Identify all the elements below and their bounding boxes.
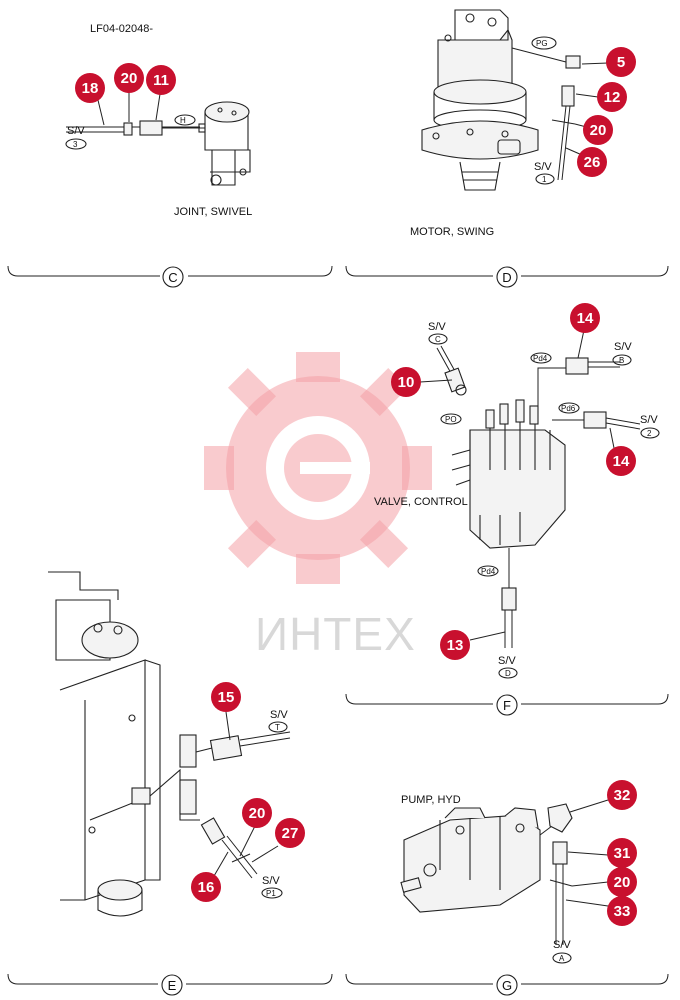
sv-tag-3: 3: [73, 140, 78, 149]
callout-14-lower[interactable]: [606, 446, 636, 476]
sv-tag-1: 1: [542, 175, 547, 184]
port-pd4-a-label: Pd4: [533, 354, 548, 363]
callout-12-text: 12: [604, 89, 621, 106]
section-f: S/V C PO Pd4 S/V B Pd6 S/V 2 Pd4 S/V D: [345, 303, 669, 716]
callout-27-text: 27: [282, 825, 299, 842]
watermark-text: ИНТЕХ: [255, 608, 416, 660]
callout-16[interactable]: [191, 872, 221, 902]
port-pd6-label: Pd6: [561, 404, 576, 413]
sv-tag-a: A: [559, 954, 565, 963]
callout-20-text: 20: [121, 70, 138, 87]
callout-11[interactable]: [146, 65, 176, 95]
callout-31[interactable]: [607, 838, 637, 868]
callout-20-d[interactable]: [583, 115, 613, 145]
callout-31-text: 31: [614, 845, 631, 862]
port-h-label: H: [180, 116, 186, 125]
callout-10-text: 10: [398, 374, 415, 391]
callout-20[interactable]: [114, 63, 144, 93]
callout-5[interactable]: [606, 47, 636, 77]
port-pg-label: PG: [536, 39, 548, 48]
callout-20-e-text: 20: [249, 805, 266, 822]
sv-label-g: S/V: [553, 939, 571, 951]
callout-13-text: 13: [447, 637, 464, 654]
callout-18[interactable]: [75, 73, 105, 103]
component-pump-hyd: PUMP, HYD: [401, 794, 461, 806]
callout-26[interactable]: [577, 147, 607, 177]
component-motor-swing: MOTOR, SWING: [410, 226, 494, 238]
callout-5-text: 5: [617, 54, 625, 71]
callout-20-g-text: 20: [614, 874, 631, 891]
sv-tag-p1: P1: [266, 889, 276, 898]
callout-13[interactable]: [440, 630, 470, 660]
sv-label-f2: S/V: [614, 341, 632, 353]
sv-tag-2: 2: [647, 429, 652, 438]
section-g-letter: G: [502, 978, 512, 993]
component-valve-control: VALVE, CONTROL: [374, 496, 468, 508]
section-d-letter: D: [502, 270, 511, 285]
callout-14-lower-text: 14: [613, 453, 630, 470]
sv-label: S/V: [67, 125, 85, 137]
sv-tag-t: T: [275, 723, 280, 732]
callout-10[interactable]: [391, 367, 421, 397]
sv-label-f4: S/V: [498, 655, 516, 667]
callout-11-text: 11: [153, 72, 169, 89]
callout-20-e[interactable]: [242, 798, 272, 828]
callout-12[interactable]: [597, 82, 627, 112]
sv-label-d: S/V: [534, 161, 552, 173]
callout-20-d-text: 20: [590, 122, 607, 139]
section-f-letter: F: [503, 698, 511, 713]
section-c: H S/V 3 JOINT, SWIVEL 18 20 11 C: [7, 63, 333, 288]
section-g: PUMP, HYD S/V A 32 31 20 33 G: [345, 780, 669, 996]
sv-label-f1: S/V: [428, 321, 446, 333]
watermark-gear-logo: [204, 352, 432, 584]
sv-tag-c: C: [435, 335, 441, 344]
drawing-code: LF04-02048-: [90, 23, 153, 35]
section-e-letter: E: [168, 978, 177, 993]
sv-label-e1: S/V: [270, 709, 288, 721]
component-joint-swivel: JOINT, SWIVEL: [174, 206, 252, 218]
sv-label-e2: S/V: [262, 875, 280, 887]
callout-32-text: 32: [614, 787, 631, 804]
callout-20-g[interactable]: [607, 867, 637, 897]
callout-15-text: 15: [218, 689, 235, 706]
sv-tag-d: D: [505, 669, 511, 678]
callout-32[interactable]: [607, 780, 637, 810]
callout-33[interactable]: [607, 896, 637, 926]
section-e: S/V T S/V P1 15 20 27 16 E: [7, 571, 333, 996]
callout-33-text: 33: [614, 903, 631, 920]
callout-26-text: 26: [584, 154, 601, 171]
callout-16-text: 16: [198, 879, 215, 896]
sv-tag-b: B: [619, 356, 624, 365]
callout-15[interactable]: [211, 682, 241, 712]
sv-label-f3: S/V: [640, 414, 658, 426]
callout-18-text: 18: [82, 80, 99, 97]
port-po-label: PO: [445, 415, 457, 424]
callout-14-upper-text: 14: [577, 310, 594, 327]
callout-14-upper[interactable]: [570, 303, 600, 333]
port-pd4-b-label: Pd4: [481, 567, 496, 576]
section-c-letter: C: [168, 270, 177, 285]
section-d: PG S/V 1 MOTOR, SWING 5 12 20 26 D: [345, 9, 669, 288]
callout-27[interactable]: [275, 818, 305, 848]
